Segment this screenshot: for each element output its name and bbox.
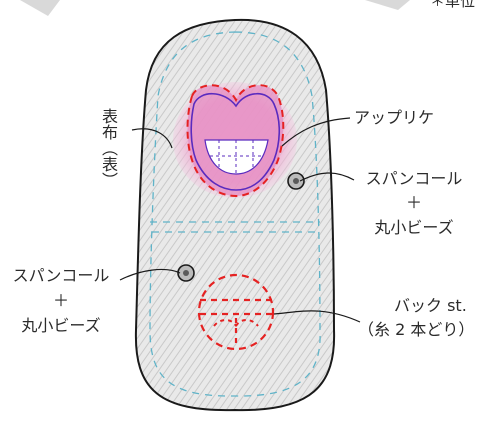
sequin-right-line3: 丸小ビーズ: [374, 218, 454, 237]
fabric-body: [134, 18, 336, 412]
leader-applique: [281, 117, 351, 147]
top-clipped-shape-right: [365, 0, 410, 10]
leader-fabric: [131, 128, 173, 149]
top-clipped-shape: [20, 0, 60, 16]
leader-backstitch: [273, 310, 361, 323]
leader-sequin-left: [119, 268, 181, 281]
applique-blanket-stitch: [190, 92, 281, 191]
sequin-left-line1: スパンコール: [12, 266, 110, 285]
sequin-right-line1: スパンコール: [365, 169, 463, 188]
sequin-right-line2: ＋: [405, 193, 422, 212]
backstitch-line1: バック st.: [394, 296, 467, 315]
applique-label: アップリケ: [354, 108, 435, 127]
fabric-label: 表布（表）: [99, 108, 118, 188]
sequin-left-line3: 丸小ビーズ: [21, 316, 101, 335]
backstitch-line2: （糸 2 本どり）: [358, 320, 475, 339]
applique-teeth: [204, 139, 269, 175]
seam-guide-outline: [149, 31, 321, 397]
backstitch-motif: [197, 273, 275, 351]
sequin-right-icon: [287, 172, 305, 190]
unit-note: ＊単位: [430, 0, 476, 10]
sequin-left-line2: ＋: [52, 291, 69, 310]
leader-sequin-right: [299, 172, 355, 182]
sequin-left-icon: [177, 264, 195, 282]
